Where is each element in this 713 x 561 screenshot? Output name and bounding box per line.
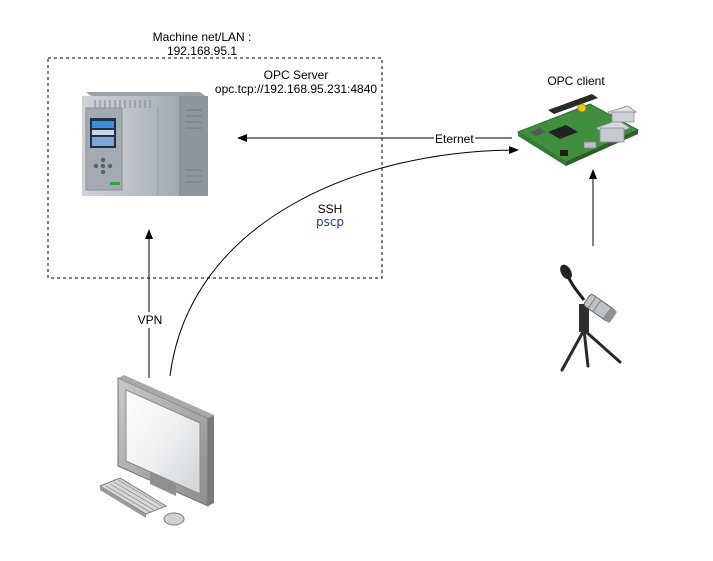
ssh-link [169,146,519,377]
computer-icon[interactable] [98,375,214,526]
opc-server-label: OPC Server [263,68,329,82]
opc-client-label: OPC client [547,74,605,88]
network-title: Machine net/LAN : 192.168.95.1 [153,30,252,58]
vpn-label: VPN [136,312,164,328]
network-title-line1: Machine net/LAN : [152,30,252,44]
ssh-label: SSH [317,202,343,216]
plc-icon[interactable] [82,92,208,196]
ethernet-label: Eternet [434,132,475,146]
microphone-icon[interactable] [558,263,622,372]
network-title-line2: 192.168.95.1 [166,44,238,58]
raspberry-pi-icon[interactable] [516,94,640,166]
opc-server-endpoint: opc.tcp://192.168.95.231:4840 [214,82,378,96]
pscp-label: pscp [315,215,345,229]
